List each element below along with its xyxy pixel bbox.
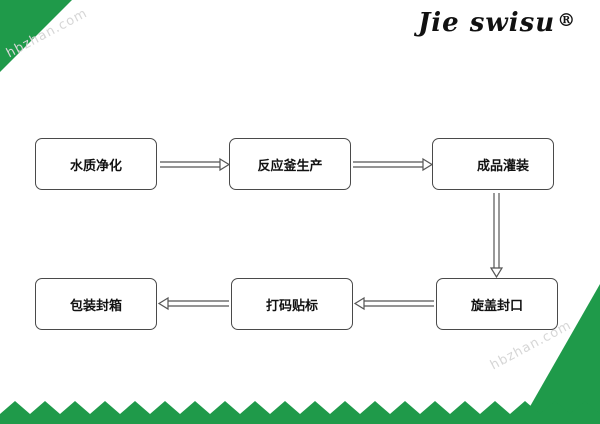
step-reactor-production: 反应釜生产: [229, 138, 351, 190]
brand-name: Jie swisu: [418, 8, 556, 38]
arrow-right: [353, 157, 434, 172]
bottom-right-green-corner: [520, 284, 600, 424]
step-label: 反应釜生产: [257, 158, 323, 174]
step-water-purification: 水质净化: [35, 138, 157, 190]
bottom-green-band: [0, 401, 600, 424]
arrow-down: [489, 193, 504, 279]
step-label: 旋盖封口: [470, 298, 523, 314]
step-label: 包装封箱: [69, 298, 122, 314]
step-coding-labeling: 打码贴标: [231, 278, 353, 330]
registered-mark: ®: [557, 10, 577, 31]
step-label: 水质净化: [69, 158, 122, 174]
arrow-right: [160, 157, 231, 172]
step-packing-boxing: 包装封箱: [35, 278, 157, 330]
step-capping-sealing: 旋盖封口: [436, 278, 558, 330]
brand-logo: Jie swisu ®: [418, 8, 576, 48]
step-label: 打码贴标: [265, 298, 318, 314]
step-product-filling: 成品灌装: [432, 138, 554, 190]
arrow-left: [157, 296, 229, 311]
arrow-left: [353, 296, 434, 311]
top-left-green-corner: [0, 0, 72, 72]
step-label: 成品灌装: [476, 158, 529, 174]
